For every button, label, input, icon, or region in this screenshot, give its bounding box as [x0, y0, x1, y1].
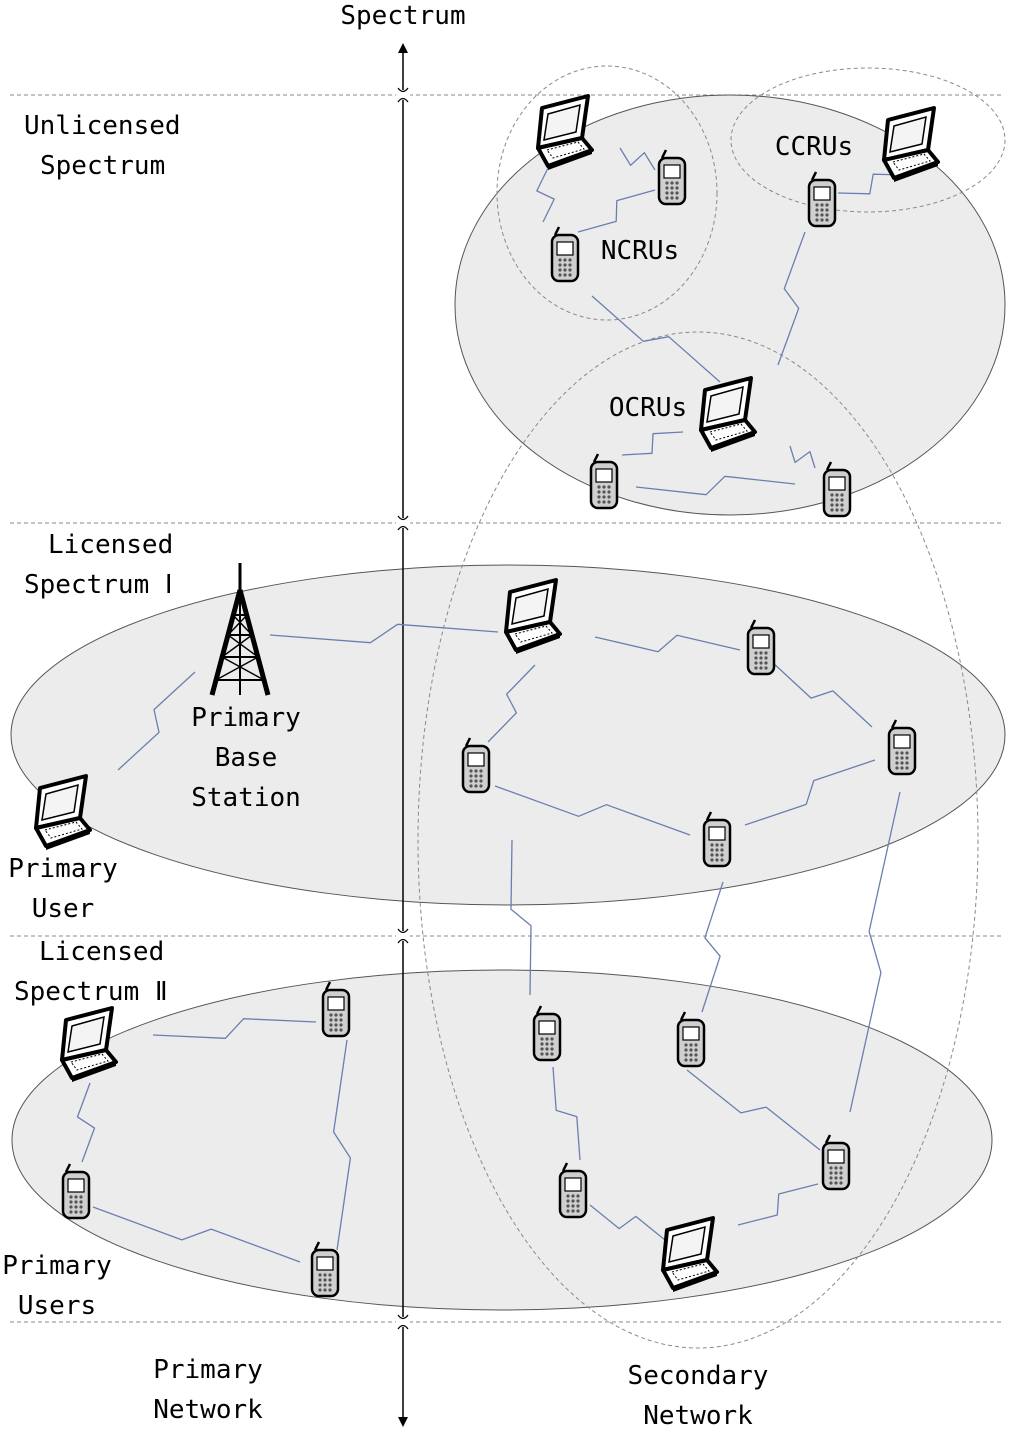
axis-break [396, 1317, 410, 1327]
phone-icon [558, 1161, 588, 1219]
phone-icon [887, 718, 917, 776]
wireless-link [777, 231, 806, 366]
wireless-link [589, 1204, 666, 1241]
wireless-link [577, 189, 656, 233]
wireless-link [771, 661, 873, 728]
unlicensed-network-ellipse [454, 94, 1006, 516]
axis-break-mark [397, 87, 409, 103]
wireless-link [552, 1066, 581, 1161]
wireless-link [686, 1069, 821, 1151]
phone-icon [702, 810, 732, 868]
primary-base-station-icon [209, 563, 271, 696]
node-label-line: Primary [8, 854, 118, 884]
wireless-link [487, 664, 536, 743]
wireless-link [594, 634, 741, 653]
spectrum-axis-label: Spectrum [340, 1, 466, 31]
wireless-link [849, 791, 901, 1113]
node-label-line: Users [17, 1291, 97, 1321]
phone-icon [746, 618, 776, 676]
phone-icon [310, 1240, 340, 1298]
wireless-link [494, 785, 691, 836]
wireless-link [92, 1206, 301, 1263]
wireless-link [536, 167, 555, 223]
axis-break-mark [397, 928, 409, 944]
secondary-network-ellipse [417, 331, 979, 1349]
phone-icon [822, 460, 852, 518]
axis-break [396, 931, 410, 941]
phone-icon [532, 1004, 562, 1062]
wireless-link [621, 431, 684, 456]
phone-icon [589, 452, 619, 510]
primary-user-label: Primary User [0, 849, 126, 929]
primary-base-station-label: Primary Base Station [166, 698, 326, 818]
primary-users-label: Primary Users [0, 1246, 114, 1326]
primary-network-label: Primary Network [128, 1350, 288, 1430]
ncrus-cluster-ellipse [496, 65, 718, 321]
phone-icon [461, 736, 491, 794]
node-label-line: User [31, 894, 95, 924]
wireless-link [332, 1039, 352, 1251]
axis-break [396, 90, 410, 100]
ncrus-label: NCRUs [600, 236, 680, 266]
wireless-link [837, 173, 906, 195]
wireless-link [117, 671, 196, 771]
axis-break [396, 518, 410, 528]
band-label-line: Licensed [39, 937, 165, 967]
wireless-link [737, 1183, 819, 1226]
phone-icon [676, 1010, 706, 1068]
licensed-2-network-ellipse [11, 969, 993, 1311]
phone-icon [61, 1162, 91, 1220]
node-label-line: Station [191, 783, 301, 813]
band-label-line: Spectrum [40, 151, 166, 181]
laptop-icon [34, 774, 92, 852]
wireless-link [591, 295, 721, 383]
node-label-line: Base [214, 743, 278, 773]
node-label-line: Primary [191, 703, 301, 733]
unlicensed-spectrum-label: Unlicensed Spectrum [24, 106, 181, 186]
network-label-line: Network [643, 1401, 753, 1431]
axis-break-mark [397, 515, 409, 531]
ocrus-label: OCRUs [608, 393, 688, 423]
ccrus-cluster-ellipse [730, 67, 1006, 213]
wireless-link [619, 147, 656, 171]
band-label-line: Unlicensed [24, 111, 181, 141]
wireless-link [789, 445, 816, 469]
secondary-network-label: Secondary Network [608, 1356, 788, 1436]
phone-icon [321, 980, 351, 1038]
phone-icon [657, 148, 687, 206]
wireless-link [744, 759, 876, 826]
wireless-link [701, 881, 724, 1013]
band-label-line: Licensed [48, 530, 174, 560]
licensed-spectrum-1-label: Licensed Spectrum Ⅰ [24, 525, 173, 605]
ccrus-label: CCRUs [774, 132, 854, 162]
network-label-line: Secondary [627, 1361, 769, 1391]
wireless-link [635, 475, 796, 496]
wireless-link [510, 839, 532, 996]
band-label-line: Spectrum Ⅱ [14, 977, 168, 1007]
network-label-line: Primary [153, 1355, 263, 1385]
wireless-link [269, 623, 499, 644]
wireless-link [76, 1082, 96, 1163]
axis-break-mark [397, 1314, 409, 1330]
wireless-link [152, 1018, 317, 1039]
band-label-line: Spectrum Ⅰ [24, 570, 173, 600]
network-label-line: Network [153, 1395, 263, 1425]
phone-icon [807, 170, 837, 228]
node-label-line: Primary [2, 1251, 112, 1281]
licensed-spectrum-2-label: Licensed Spectrum Ⅱ [14, 932, 168, 1012]
phone-icon [821, 1133, 851, 1191]
phone-icon [550, 225, 580, 283]
